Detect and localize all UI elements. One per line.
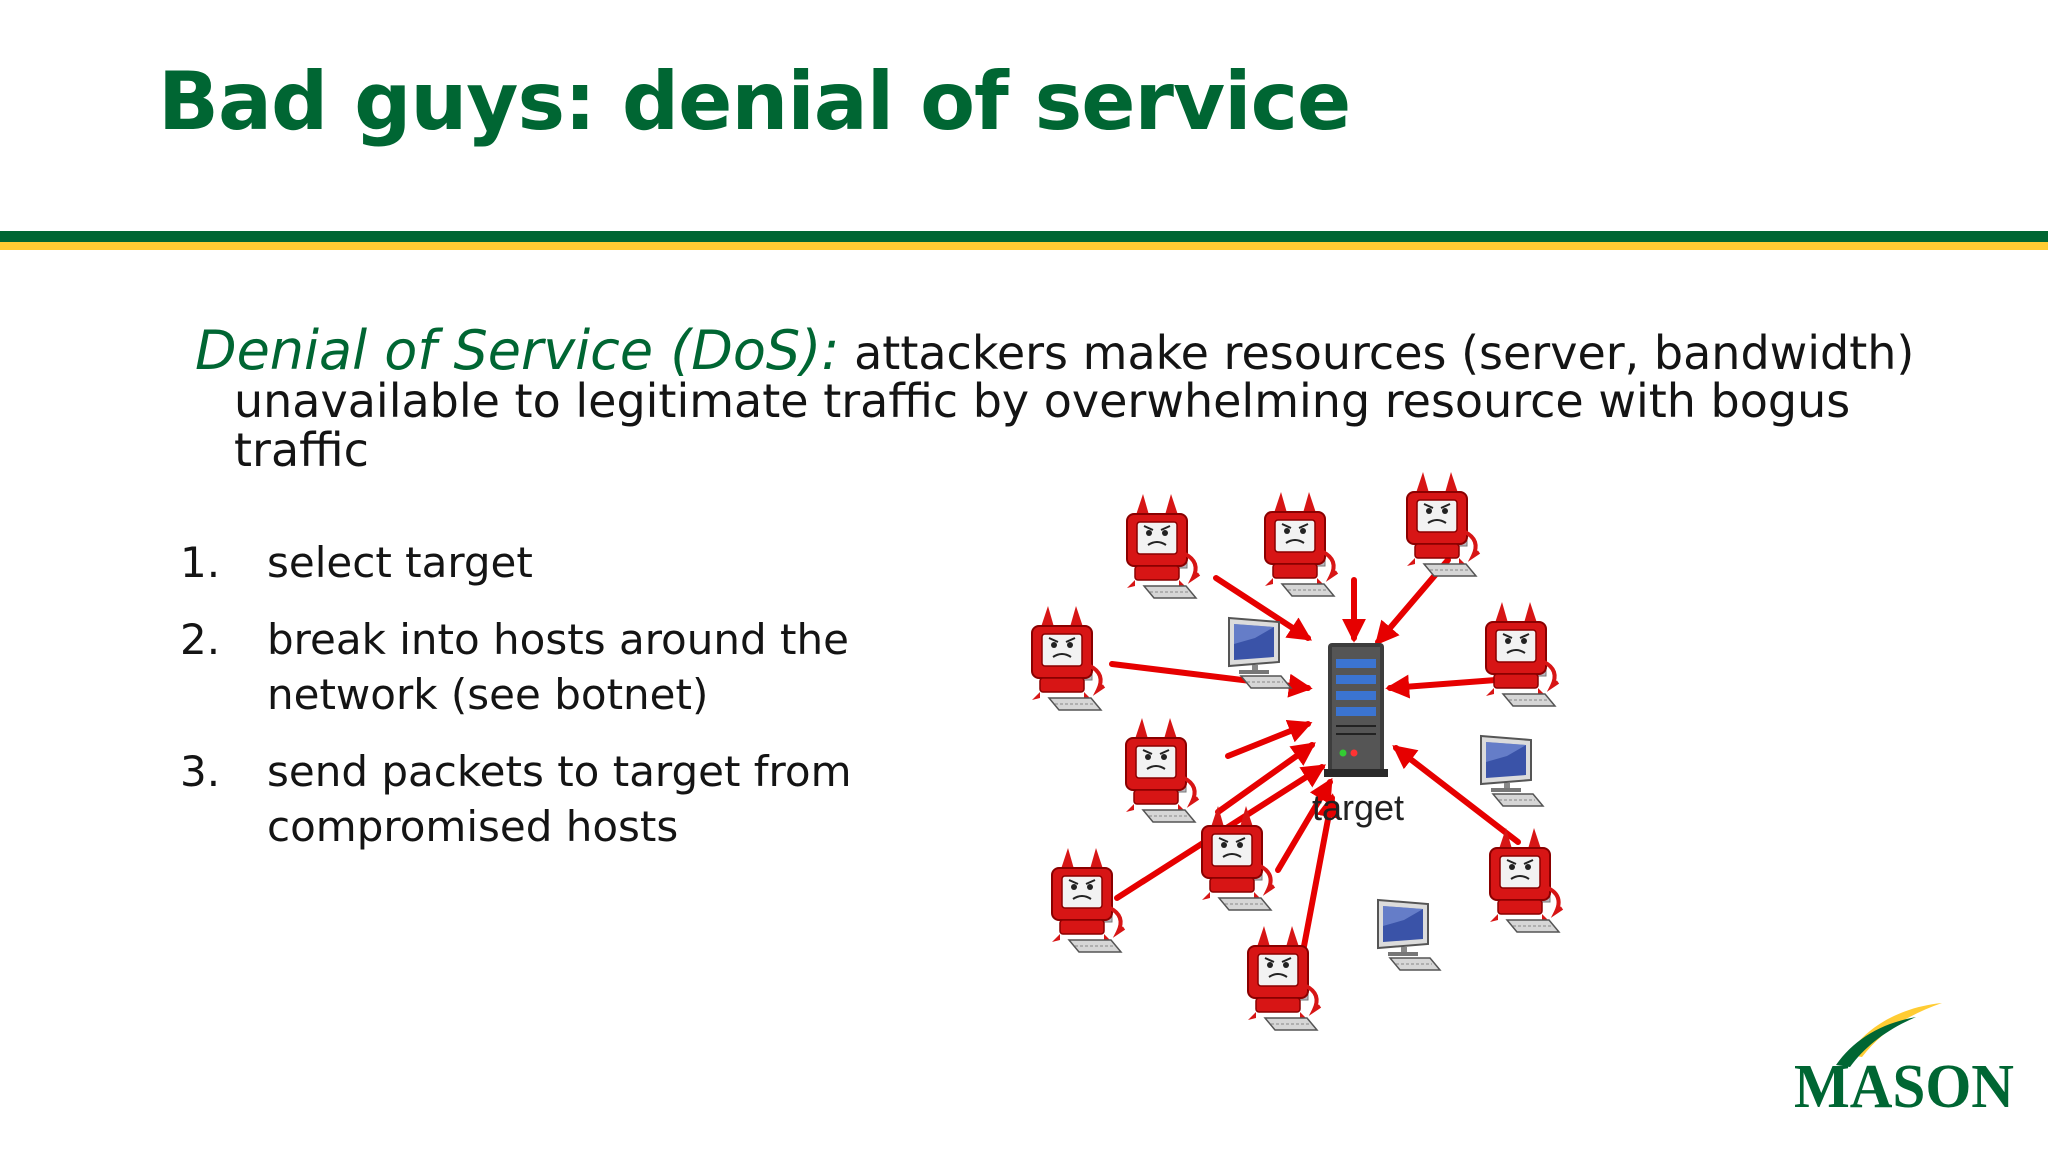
step-text-line: compromised hosts	[267, 802, 679, 851]
attack-steps-list: 1. select target 2. break into hosts aro…	[180, 535, 880, 876]
logo-text: MASON	[1794, 1053, 2014, 1120]
step-text-line: break into hosts around the	[267, 615, 849, 664]
step-text-line: send packets to target from	[267, 747, 852, 796]
definition-line-2: unavailable to legitimate traffic by ove…	[234, 374, 1851, 428]
logo-swoosh-green	[1836, 1017, 1916, 1067]
devil-computer-icon	[1201, 806, 1276, 911]
definition-line-1: Denial of Service (DoS): attackers make …	[195, 324, 1914, 378]
header-rule-green	[0, 231, 2048, 242]
definition-text: attackers make resources (server, bandwi…	[839, 326, 1915, 380]
devil-computer-icon	[1485, 602, 1560, 707]
step-item: 1. select target	[180, 535, 880, 590]
devil-computer-icon	[1126, 494, 1201, 599]
step-item: 2. break into hosts around the network (…	[180, 612, 880, 722]
attack-arrow	[1385, 674, 1499, 699]
step-number: 2.	[180, 615, 221, 664]
devil-computer-icon	[1051, 848, 1126, 953]
attack-arrow	[1392, 745, 1521, 845]
devil-computer-icon	[1489, 828, 1564, 933]
target-label: target	[1312, 787, 1404, 828]
dos-definition: Denial of Service (DoS): attackers make …	[195, 324, 1914, 477]
definition-line-3: traffic	[234, 423, 369, 477]
attack-arrow	[1213, 575, 1313, 641]
attack-arrow	[1215, 742, 1316, 815]
dos-attack-diagram: target	[1031, 472, 1564, 1031]
header-rule-gold	[0, 242, 2048, 250]
devil-computer-icon	[1264, 492, 1339, 597]
computer-icon	[1228, 616, 1293, 689]
devil-computer-icon	[1247, 926, 1322, 1031]
hosts	[1031, 472, 1564, 1031]
step-text: select target	[267, 538, 533, 587]
attack-arrow	[1225, 719, 1313, 759]
step-number: 3.	[180, 747, 221, 796]
devil-computer-icon	[1406, 472, 1481, 577]
server-icon	[1324, 643, 1388, 777]
devil-computer-icon	[1031, 606, 1106, 711]
devil-computer-icon	[1125, 718, 1200, 823]
slide-title: Bad guys: denial of service	[158, 55, 1351, 148]
step-item: 3. send packets to target from compromis…	[180, 744, 880, 854]
step-number: 1.	[180, 538, 221, 587]
definition-term: Denial of Service (DoS):	[195, 319, 840, 382]
computer-icon	[1377, 898, 1442, 971]
computer-icon	[1480, 734, 1545, 807]
mason-logo: MASON	[1794, 1003, 2014, 1120]
step-text-line: network (see botnet)	[267, 670, 709, 719]
